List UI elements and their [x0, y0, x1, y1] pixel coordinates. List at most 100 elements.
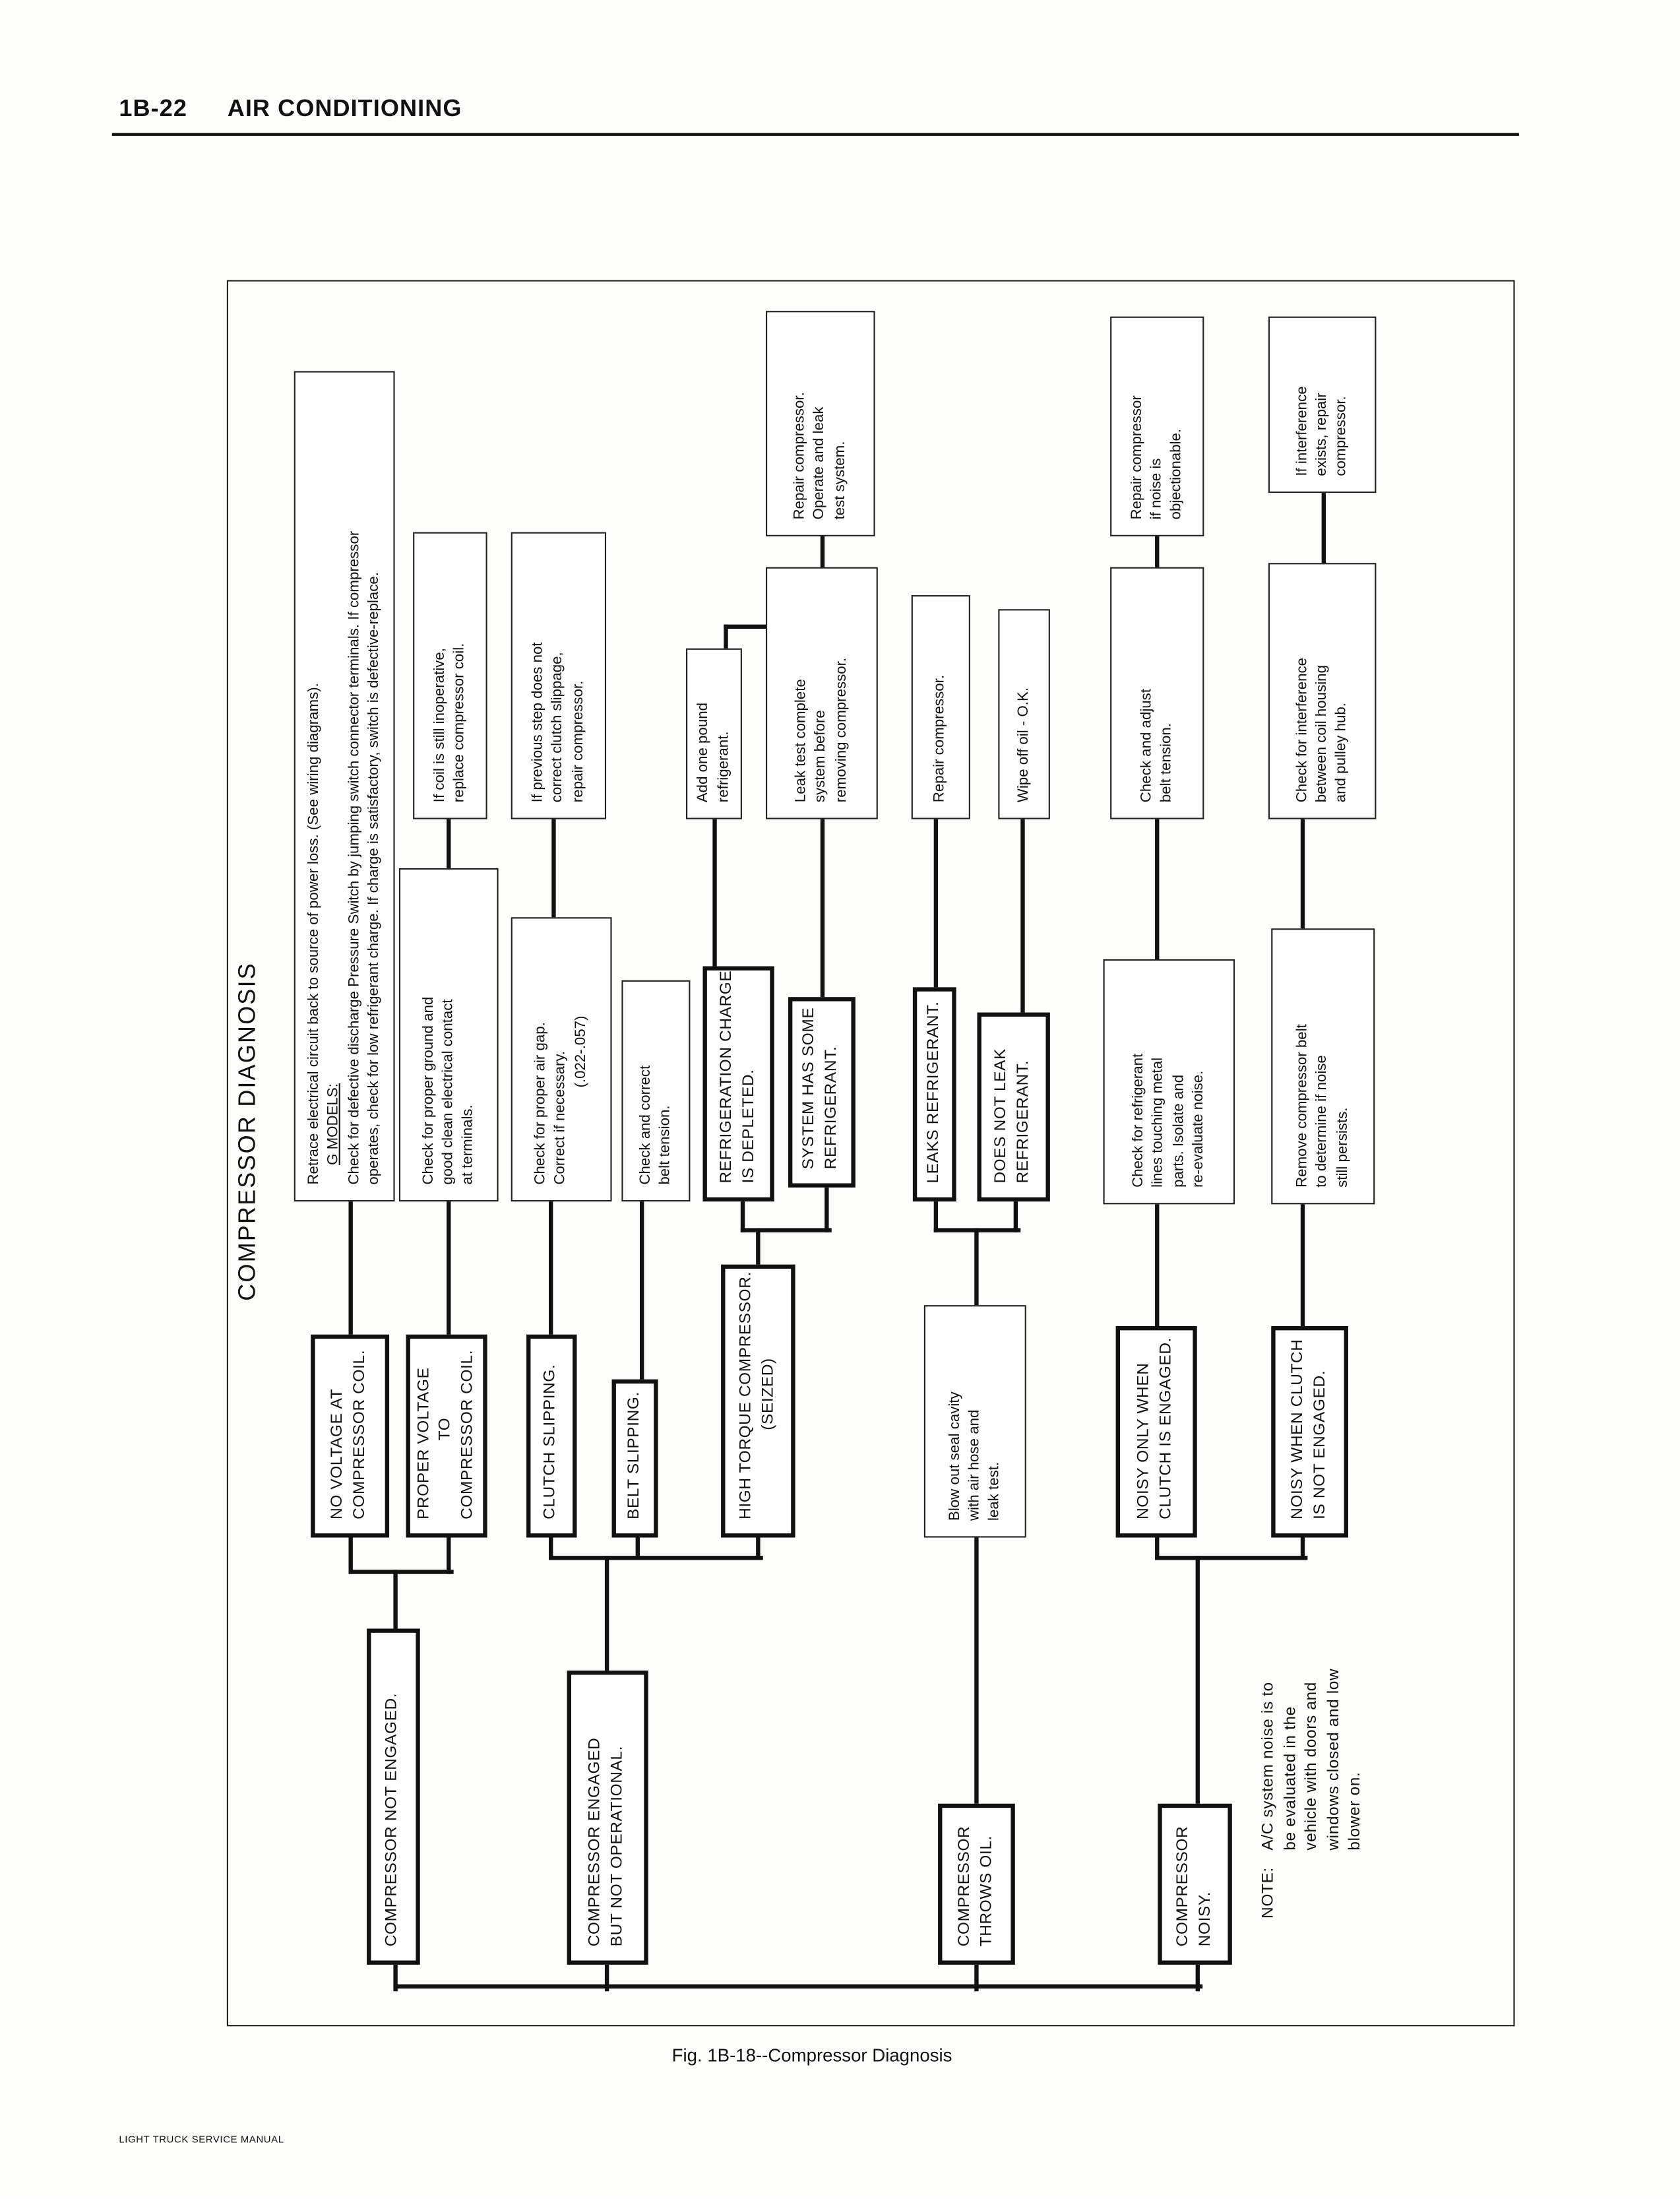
box-text-line: BUT NOT OPERATIONAL. — [609, 1745, 626, 1947]
box-text-line: If coil is still inoperative, — [431, 648, 448, 803]
connector-line — [547, 1535, 553, 1560]
box-text-line: test system. — [830, 441, 848, 520]
connector-line — [446, 1535, 451, 1574]
box-text-line: refrigerant. — [714, 731, 732, 803]
box-text-line: correct clutch slippage, — [549, 652, 567, 803]
connector-line — [547, 1555, 762, 1560]
diagram-title-text: COMPRESSOR DIAGNOSIS — [233, 962, 260, 1301]
box-text-line: Retrace electrical circuit back to sourc… — [305, 683, 323, 1185]
box-text-line: THROWS OIL. — [978, 1835, 995, 1947]
connector-line — [1154, 1535, 1159, 1560]
box-text-line: IS NOT ENGAGED. — [1311, 1370, 1328, 1519]
flowchart-box-high-torque: HIGH TORQUE COMPRESSOR.(SEIZED) — [721, 1264, 795, 1538]
connector-line — [1154, 1202, 1159, 1329]
connector-line — [933, 817, 938, 990]
connector-line — [723, 623, 728, 651]
connector-line — [974, 1535, 978, 1806]
note-line: vehicle with doors and — [1303, 1682, 1321, 1851]
connector-line — [392, 1569, 397, 1631]
box-text-line: leak test. — [985, 1461, 1003, 1521]
flowchart-box-repair-compressor: Repair compressor. — [911, 595, 970, 819]
box-text-line: Check and correct — [637, 1065, 654, 1185]
connector-line — [547, 1199, 553, 1337]
flowchart-box-check-air-gap: Check for proper air gap.Correct if nece… — [511, 917, 612, 1202]
box-text-line: (SEIZED) — [759, 1358, 776, 1430]
diagram-title: COMPRESSOR DIAGNOSIS — [221, 962, 274, 1310]
box-text-line: Blow out seal cavity — [946, 1391, 963, 1521]
box-text-line: BELT SLIPPING. — [625, 1391, 642, 1519]
box-text-line: Check for defective discharge Pressure S… — [345, 530, 362, 1185]
connector-line — [446, 1199, 451, 1337]
connector-line — [819, 534, 824, 569]
connector-line — [755, 1535, 760, 1560]
box-text-line: replace compressor coil. — [451, 643, 468, 803]
connector-line — [755, 1227, 760, 1267]
box-text-line: If interference — [1293, 386, 1311, 476]
box-text-line: removing compressor. — [832, 657, 850, 803]
box-text-line: Check for refrigerant — [1130, 1053, 1147, 1188]
flowchart-box-retrace: Retrace electrical circuit back to sourc… — [294, 371, 395, 1202]
box-text-line: with air hose and — [966, 1409, 983, 1521]
diagram-frame — [226, 280, 1515, 2027]
box-text-line: NOISY. — [1196, 1891, 1214, 1947]
note-line: be evaluated in the — [1282, 1706, 1299, 1851]
box-text-line: still persists. — [1333, 1107, 1351, 1188]
box-text-line: SYSTEM HAS SOME — [801, 1007, 819, 1170]
connector-line — [1299, 1202, 1305, 1329]
connector-line — [1299, 817, 1305, 931]
connector-line — [348, 1199, 352, 1337]
box-text-line: COMPRESSOR NOT ENGAGED. — [384, 1692, 401, 1947]
box-text-line: NOISY WHEN CLUTCH — [1289, 1339, 1307, 1519]
box-text-line: belt tension. — [1158, 723, 1175, 803]
box-text-line: between coil housing — [1313, 665, 1330, 803]
box-text-line: COMPRESSOR COIL. — [458, 1349, 476, 1519]
connector-line — [635, 1535, 639, 1560]
connector-line — [551, 817, 555, 920]
box-text-line: Add one pound — [695, 702, 712, 803]
flowchart-box-not-engaged: COMPRESSOR NOT ENGAGED. — [367, 1628, 420, 1965]
box-text-line: Repair compressor. — [931, 674, 949, 803]
box-text-line: COMPRESSOR — [1174, 1826, 1192, 1947]
box-text-line: operates, check for low refrigerant char… — [365, 572, 382, 1185]
header-rule — [111, 133, 1519, 136]
connector-line — [1154, 1555, 1307, 1560]
connector-line — [638, 1199, 644, 1382]
box-text-line: repair compressor. — [569, 680, 586, 803]
box-text-line: Leak test complete — [792, 679, 810, 803]
connector-line — [1154, 817, 1159, 962]
connector-line — [933, 1227, 1020, 1232]
box-text-line: Repair compressor — [1128, 395, 1145, 520]
box-text-line: REFRIGERANT. — [1014, 1060, 1032, 1184]
box-text-line: TO — [437, 1417, 454, 1441]
connector-line — [1299, 1535, 1305, 1560]
box-text-line: NOISY ONLY WHEN — [1136, 1362, 1153, 1519]
flowchart-box-clutch-slipping: CLUTCH SLIPPING. — [526, 1334, 577, 1538]
connector-line — [712, 817, 716, 969]
note-line: blower on. — [1346, 1771, 1364, 1851]
connector-line — [446, 817, 451, 871]
box-text-line: Operate and leak — [811, 406, 828, 520]
connector-line — [604, 1555, 609, 1673]
box-text-line: REFRIGERANT. — [823, 1046, 840, 1170]
box-text-line: if noise is — [1148, 458, 1165, 520]
note-line: A/C system noise is to — [1260, 1682, 1277, 1851]
box-text-line: Correct if necessary. — [552, 1050, 569, 1185]
connector-line — [604, 1962, 609, 1991]
connector-line — [348, 1569, 453, 1574]
box-text-line: Remove compressor belt — [1293, 1024, 1311, 1188]
box-text-line: CLUTCH SLIPPING. — [542, 1364, 559, 1519]
